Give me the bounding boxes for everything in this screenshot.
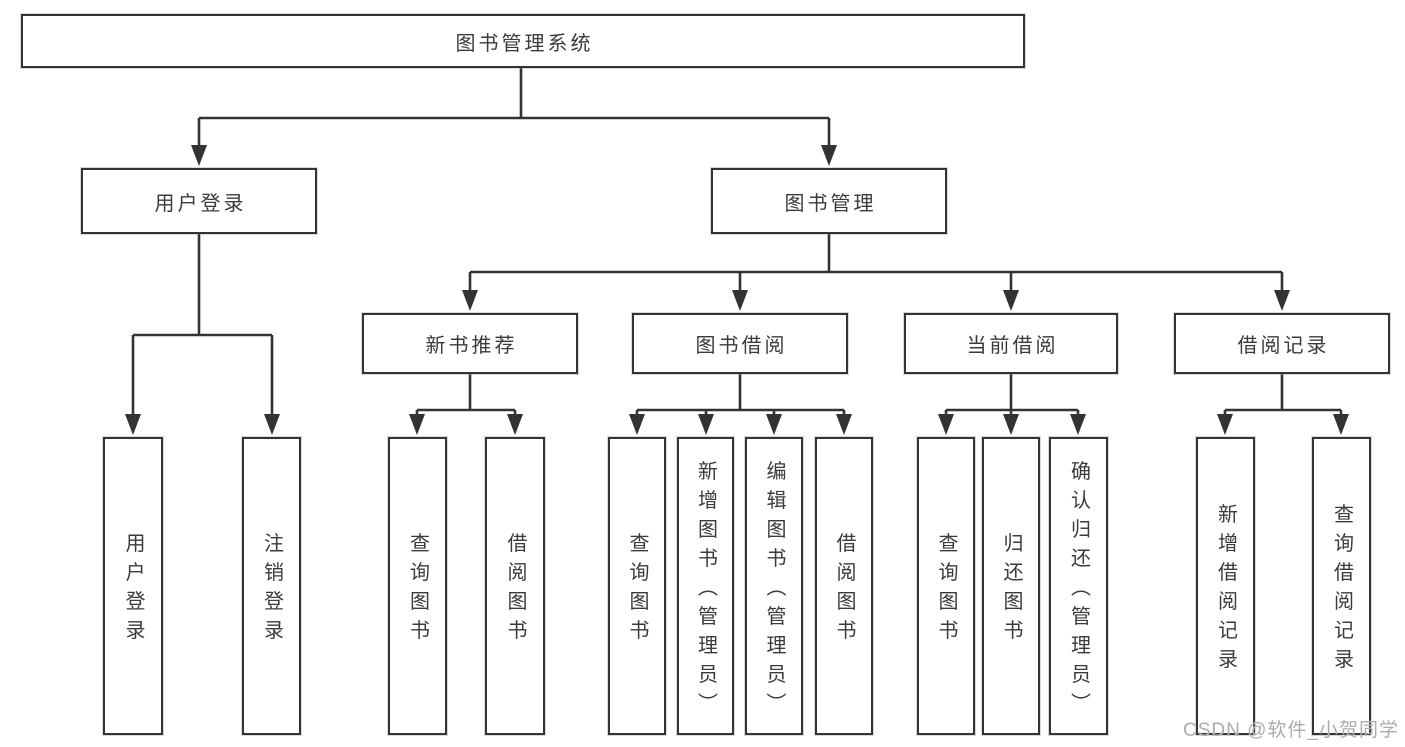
node-recommend-borrow-books: 借阅图书 — [485, 437, 545, 735]
arrowhead-icon — [507, 414, 523, 435]
connector-borrow-record-split — [1223, 374, 1343, 418]
node-new-book-recommend: 新书推荐 — [362, 313, 578, 374]
connector-new-book-split — [415, 374, 517, 418]
arrowhead-icon — [698, 414, 714, 435]
connector-book-borrow-split — [635, 374, 846, 418]
node-label: 图书管理系统 — [455, 32, 594, 55]
arrowhead-icon — [732, 290, 748, 311]
arrowhead-icon — [1274, 290, 1290, 311]
node-label: 图书借阅 — [695, 335, 788, 357]
node-leaf-user-login: 用户登录 — [103, 437, 163, 735]
node-label: 新书推荐 — [425, 335, 518, 357]
arrowhead-icon — [1070, 414, 1086, 435]
node-label: 借阅图书 — [504, 532, 526, 649]
node-records-add-borrow-record: 新增借阅记录 — [1196, 437, 1255, 735]
node-label: 查询借阅记录 — [1330, 503, 1353, 678]
arrowhead-icon — [1333, 414, 1349, 435]
node-label: 借阅记录 — [1237, 335, 1330, 357]
node-label: 查询图书 — [935, 532, 957, 649]
arrowhead-icon — [409, 414, 425, 435]
node-current-return-books: 归还图书 — [982, 437, 1040, 735]
node-book-borrowing: 图书借阅 — [632, 313, 848, 374]
node-recommend-query-books: 查询图书 — [388, 437, 447, 735]
connector-current-borrow-split — [944, 374, 1080, 418]
arrowhead-icon — [1003, 290, 1019, 311]
node-label: 编辑图书（管理员） — [763, 460, 785, 721]
node-label: 确认归还（管理员） — [1067, 460, 1090, 721]
node-label: 用户登录 — [122, 532, 144, 649]
node-book-management: 图书管理 — [711, 168, 947, 234]
node-leaf-logout: 注销登录 — [242, 437, 301, 735]
node-borrowing-records: 借阅记录 — [1174, 313, 1390, 374]
node-label: 当前借阅 — [966, 335, 1059, 357]
node-borrowing-query-books: 查询图书 — [608, 437, 666, 735]
node-label: 注销登录 — [260, 532, 283, 649]
arrowhead-icon — [125, 414, 141, 435]
connector-root-split — [197, 68, 831, 149]
arrowhead-icon — [264, 414, 280, 435]
node-user-login: 用户登录 — [81, 168, 317, 234]
node-records-query-borrow-record: 查询借阅记录 — [1312, 437, 1371, 735]
arrowhead-icon — [1003, 414, 1019, 435]
arrowhead-icon — [462, 290, 478, 311]
node-label: 归还图书 — [1000, 532, 1022, 649]
node-label: 新增图书（管理员） — [694, 460, 717, 721]
node-label: 用户登录 — [154, 192, 247, 215]
arrowhead-icon — [191, 145, 207, 166]
arrowhead-icon — [938, 414, 954, 435]
arrowhead-icon — [836, 414, 852, 435]
arrowheads — [125, 145, 1349, 435]
arrowhead-icon — [766, 414, 782, 435]
arrowhead-icon — [629, 414, 645, 435]
node-current-confirm-return-admin: 确认归还（管理员） — [1049, 437, 1108, 735]
csdn-watermark: CSDN @软件_小贺同学 — [1183, 720, 1399, 741]
node-label: 查询图书 — [626, 532, 648, 649]
node-borrowing-edit-books-admin: 编辑图书（管理员） — [745, 437, 803, 735]
node-borrowing-add-books-admin: 新增图书（管理员） — [677, 437, 734, 735]
connector-user-login-split — [131, 234, 274, 418]
connector-book-management-split — [468, 234, 1284, 294]
node-label: 图书管理 — [784, 192, 877, 215]
node-label: 新增借阅记录 — [1214, 503, 1237, 678]
node-label: 查询图书 — [406, 532, 429, 649]
node-current-borrowing: 当前借阅 — [904, 313, 1118, 374]
node-label: 借阅图书 — [833, 532, 855, 649]
node-current-query-books: 查询图书 — [917, 437, 975, 735]
arrowhead-icon — [821, 145, 837, 166]
node-borrowing-borrow-books: 借阅图书 — [815, 437, 873, 735]
node-library-system: 图书管理系统 — [21, 14, 1025, 68]
arrowhead-icon — [1217, 414, 1233, 435]
